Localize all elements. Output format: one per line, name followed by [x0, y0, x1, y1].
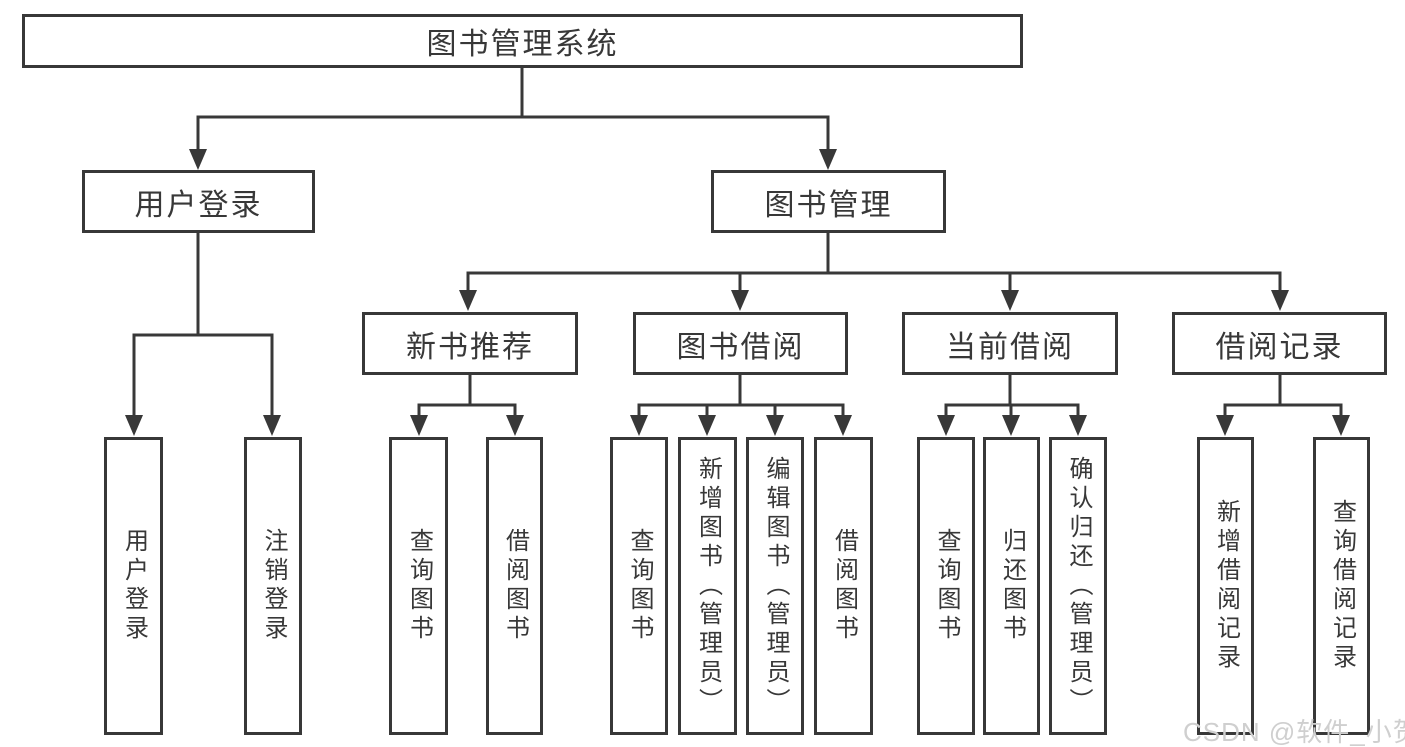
leaf-add-book-admin: 新增图书（管理员）	[678, 437, 737, 735]
leaf-add-borrow-record: 新增借阅记录	[1197, 437, 1254, 735]
leaf-edit-book-admin-label: 编辑图书（管理员）	[762, 455, 789, 717]
leaf-query-book-2: 查询图书	[610, 437, 668, 735]
leaf-user-login-label: 用户登录	[120, 528, 148, 644]
leaf-query-book-3-label: 查询图书	[933, 528, 960, 644]
leaf-logout: 注销登录	[244, 437, 302, 735]
node-user-login: 用户登录	[82, 170, 315, 233]
node-book-management-label: 图书管理	[764, 188, 893, 222]
node-current-borrow-label: 当前借阅	[946, 330, 1074, 364]
leaf-confirm-return-admin-label: 确认归还（管理员）	[1065, 455, 1092, 717]
node-new-book-recommend-label: 新书推荐	[406, 330, 534, 364]
leaf-user-login: 用户登录	[104, 437, 163, 735]
node-user-login-label: 用户登录	[134, 188, 263, 222]
leaf-return-book: 归还图书	[983, 437, 1040, 735]
leaf-return-book-label: 归还图书	[998, 528, 1026, 644]
leaf-query-book-1: 查询图书	[389, 437, 448, 735]
leaf-edit-book-admin: 编辑图书（管理员）	[746, 437, 804, 735]
leaf-add-book-admin-label: 新增图书（管理员）	[694, 455, 722, 717]
leaf-borrow-book-2-label: 借阅图书	[830, 528, 858, 644]
node-current-borrow: 当前借阅	[902, 312, 1118, 375]
leaf-confirm-return-admin: 确认归还（管理员）	[1049, 437, 1107, 735]
leaf-query-borrow-record-label: 查询借阅记录	[1328, 499, 1356, 673]
leaf-logout-label: 注销登录	[260, 528, 287, 644]
node-book-borrow-label: 图书借阅	[676, 330, 805, 364]
node-book-borrow: 图书借阅	[633, 312, 848, 375]
node-borrow-record: 借阅记录	[1172, 312, 1387, 375]
leaf-borrow-book-2: 借阅图书	[814, 437, 873, 735]
node-borrow-record-label: 借阅记录	[1215, 330, 1344, 364]
node-root-label: 图书管理系统	[426, 28, 619, 61]
node-new-book-recommend: 新书推荐	[362, 312, 578, 375]
leaf-query-book-2-label: 查询图书	[626, 528, 653, 644]
leaf-add-borrow-record-label: 新增借阅记录	[1212, 499, 1240, 673]
node-root-system: 图书管理系统	[22, 14, 1023, 68]
leaf-borrow-book-1-label: 借阅图书	[501, 528, 529, 644]
leaf-borrow-book-1: 借阅图书	[486, 437, 543, 735]
leaf-query-book-3: 查询图书	[917, 437, 975, 735]
leaf-query-borrow-record: 查询借阅记录	[1313, 437, 1370, 735]
leaf-query-book-1-label: 查询图书	[405, 528, 433, 644]
node-book-management: 图书管理	[711, 170, 946, 233]
